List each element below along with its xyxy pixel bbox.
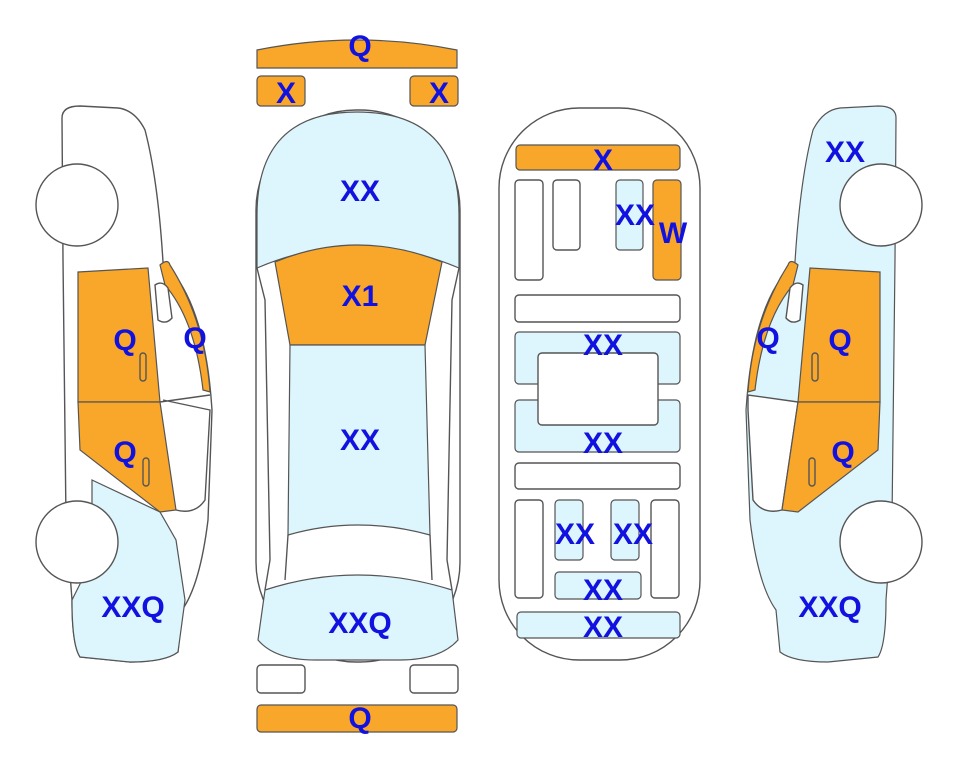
label-rear-left: XX xyxy=(555,518,595,551)
roof xyxy=(287,344,431,536)
left-side-view: Q Q Q XXQ xyxy=(35,105,213,663)
label-right-front-door: Q xyxy=(828,324,851,357)
label-mid-upper: XX xyxy=(583,329,623,362)
label-rear-center: XX xyxy=(583,574,623,607)
left-front-door-handle xyxy=(139,352,147,382)
label-right-a-pillar: Q xyxy=(756,322,779,355)
trunk xyxy=(257,574,459,661)
rear-bumper xyxy=(256,704,458,733)
right-headlight xyxy=(409,75,459,107)
front-bumper xyxy=(256,39,458,69)
right-rear-wheel xyxy=(839,500,923,584)
label-left-headlight: X xyxy=(276,77,296,110)
left-front-wheel xyxy=(35,163,119,247)
left-rear-door-handle xyxy=(142,457,150,487)
left-a-pillar xyxy=(159,260,211,393)
right-rear-door xyxy=(781,401,881,513)
left-rear-door xyxy=(77,401,177,513)
label-right-rear-quarter: XXQ xyxy=(798,591,861,624)
label-front-bumper: Q xyxy=(348,30,371,63)
label-front-right-panel: XX xyxy=(615,199,655,232)
label-left-rear-quarter: XXQ xyxy=(101,591,164,624)
label-left-rear-door: Q xyxy=(113,436,136,469)
label-rear-bumper: Q xyxy=(348,702,371,735)
label-mid-lower: XX xyxy=(583,427,623,460)
label-right-front-fender: XX xyxy=(825,136,865,169)
front-right-rail xyxy=(652,179,682,281)
label-rear-right: XX xyxy=(613,518,653,551)
rear-left-panel xyxy=(554,499,584,561)
left-headlight xyxy=(256,75,306,107)
front-right-panel xyxy=(615,179,644,251)
label-left-a-pillar: Q xyxy=(183,322,206,355)
label-roof: XX xyxy=(340,424,380,457)
label-trunk: XXQ xyxy=(328,607,391,640)
underbody-view: X XX W XX XX XX XX XX XX xyxy=(498,107,701,661)
right-side-view: XX Q Q Q XXQ xyxy=(745,105,923,663)
front-crossmember xyxy=(515,144,681,171)
label-rear-crossmember: XX xyxy=(583,611,623,644)
rear-center-panel xyxy=(554,571,642,600)
right-taillight xyxy=(409,664,459,694)
right-front-wheel xyxy=(839,163,923,247)
rear-crossmember xyxy=(516,611,681,639)
left-mirror xyxy=(154,282,173,323)
label-windshield: X1 xyxy=(342,280,379,313)
windshield xyxy=(274,244,443,346)
right-mirror xyxy=(785,282,804,323)
left-rear-wheel xyxy=(35,500,119,584)
label-front-crossmember: X xyxy=(593,144,613,177)
left-taillight xyxy=(256,664,306,694)
label-right-rear-door: Q xyxy=(831,436,854,469)
label-front-right-rail: W xyxy=(659,217,688,250)
rear-right-panel xyxy=(610,499,640,561)
top-view: Q X X XX X1 XX XXQ Q xyxy=(255,30,461,735)
label-right-headlight: X xyxy=(429,77,449,110)
label-hood: XX xyxy=(340,175,380,208)
right-a-pillar xyxy=(747,260,799,393)
label-left-front-door: Q xyxy=(113,324,136,357)
